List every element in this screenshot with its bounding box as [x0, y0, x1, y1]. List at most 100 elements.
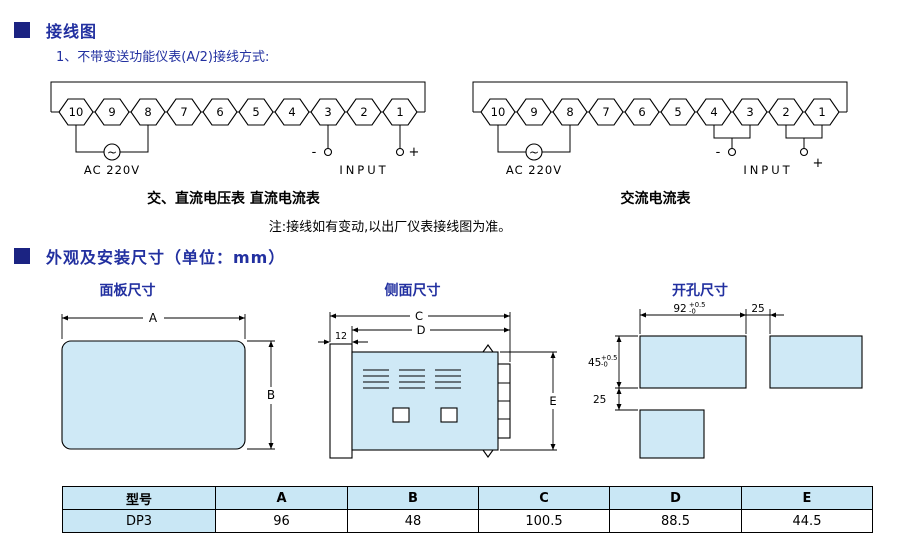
- mounting-clip: [481, 449, 495, 458]
- arrowhead-icon: [616, 336, 622, 342]
- terminal-hexagon: [588, 98, 624, 126]
- terminal-number: 5: [674, 105, 681, 119]
- dimension-d-label: D: [417, 323, 426, 337]
- terminal-hexagon: [346, 98, 382, 126]
- terminal-number: 7: [602, 105, 609, 119]
- dimension-label-bg: [412, 323, 430, 338]
- meter-body: [351, 351, 499, 451]
- terminal-number: 8: [144, 105, 151, 119]
- cell-c: 100.5: [478, 509, 610, 533]
- wiring-diagram-ac-current-meter: 10 9 8 7 6 5 4 3 2 1 ~ AC 220V - + INPUT: [472, 81, 848, 177]
- wiring-section-title: 接线图: [46, 22, 98, 41]
- ac-supply-wires: [497, 125, 571, 153]
- dimension-label-bg: [262, 387, 280, 404]
- terminal-number: 4: [288, 105, 295, 119]
- section-bullet-square-icon: [14, 22, 30, 38]
- dimension-label-bg: [410, 309, 428, 324]
- spec-table-data-row: DP3 96 48 100.5 88.5 44.5: [62, 509, 873, 533]
- dimension-e: E: [500, 351, 562, 451]
- arrowhead-icon: [352, 327, 358, 333]
- ac-supply-circuit: ~ AC 220V: [497, 125, 571, 177]
- dimension-d: D: [351, 323, 510, 350]
- terminal-hexagon: [94, 98, 130, 126]
- arrowhead-icon: [504, 327, 510, 333]
- wiring-subtitle: 1、不带变送功能仪表(A/2)接线方式:: [56, 50, 270, 65]
- terminal-hexagon: [768, 98, 804, 126]
- input-terminal-minus-circle: [727, 147, 737, 157]
- header-c: C: [478, 486, 610, 510]
- terminal-hexagon: [696, 98, 732, 126]
- cell-d: 88.5: [609, 509, 742, 533]
- terminal-hexagon: [660, 98, 696, 126]
- terminal-number: 6: [216, 105, 223, 119]
- terminal-hexagon: [58, 98, 94, 126]
- terminal-hexagon: [202, 98, 238, 126]
- terminal-hexagon: [624, 98, 660, 126]
- terminal-hexagon: [516, 98, 552, 126]
- arrowhead-icon: [740, 312, 746, 318]
- terminal-strip-outline: [50, 81, 426, 112]
- terminal-hexagon: [130, 98, 166, 126]
- input-circuit: - + INPUT: [312, 125, 420, 177]
- terminal-number: 6: [638, 105, 645, 119]
- case-cutout: [392, 407, 410, 423]
- adjacent-cutout-below: [639, 409, 705, 459]
- arrowhead-icon: [324, 339, 330, 345]
- input-circuit: - + INPUT: [713, 125, 823, 177]
- header-d: D: [609, 486, 742, 510]
- terminal-number: 3: [324, 105, 331, 119]
- dimension-d-lines: [351, 326, 510, 350]
- dimension-vertical-gap: 25: [593, 388, 638, 411]
- dimension-b-label: B: [267, 388, 275, 402]
- ac-supply-circuit: ~ AC 220V: [75, 125, 149, 177]
- ac-source-symbol: ~: [107, 146, 117, 160]
- hole-size-drawing: 92 +0.5 -0 25 45 +0.5 -0 25: [588, 301, 863, 459]
- arrowhead-icon: [616, 404, 622, 410]
- ac-source-circle: [525, 143, 543, 161]
- terminal-hexagon: [382, 98, 418, 126]
- front-bezel: [329, 343, 353, 459]
- arrowhead-icon: [330, 313, 336, 319]
- panel-drawing-title: 面板尺寸: [99, 283, 156, 299]
- cell-b: 48: [347, 509, 479, 533]
- section-bullet-square-icon: [14, 248, 30, 264]
- input-terminal-minus-circle: [323, 147, 333, 157]
- dimension-cutout-width: 92 +0.5 -0: [639, 301, 784, 334]
- cutout-height-value: 45: [588, 357, 601, 369]
- arrowhead-icon: [640, 312, 646, 318]
- terminal-hexagon: [732, 98, 768, 126]
- wiring-section-header: 接线图: [14, 18, 97, 42]
- terminal-number: 8: [566, 105, 573, 119]
- header-model: 型号: [62, 486, 216, 510]
- terminal-number: 9: [530, 105, 537, 119]
- terminal-number: 3: [746, 105, 753, 119]
- dimension-bezel-depth: 12: [318, 331, 368, 345]
- polarity-plus-label: +: [409, 145, 420, 160]
- wiring-note: 注:接线如有变动,以出厂仪表接线图为准。: [268, 220, 512, 235]
- terminal-number: 2: [782, 105, 789, 119]
- ac-voltage-label: AC 220V: [506, 163, 562, 177]
- dimensions-section-header: 外观及安装尺寸（单位：mm）: [14, 244, 285, 268]
- input-label: INPUT: [743, 163, 792, 177]
- dimension-horizontal-gap: 25: [740, 303, 776, 334]
- cutout-height-tol-plus: +0.5: [601, 354, 618, 362]
- dimension-label-bg: [143, 310, 164, 326]
- diagram2-caption: 交流电流表: [620, 191, 691, 207]
- dimension-b: B: [247, 340, 280, 450]
- arrowhead-icon: [504, 313, 510, 319]
- arrowhead-icon: [770, 312, 776, 318]
- arrowhead-icon: [550, 444, 556, 450]
- terminal-number: 2: [360, 105, 367, 119]
- arrowhead-icon: [268, 443, 274, 449]
- dimension-a: A: [61, 310, 246, 339]
- terminal-strip-outline: [472, 81, 848, 112]
- arrowhead-icon: [616, 388, 622, 394]
- terminal-block-dividers: [498, 382, 510, 420]
- ac-source-circle: [103, 143, 121, 161]
- diagram1-caption: 交、直流电压表 直流电流表: [147, 191, 320, 207]
- terminal-number: 7: [180, 105, 187, 119]
- polarity-minus-label: -: [312, 145, 317, 160]
- dimension-width-lines: [639, 309, 784, 334]
- terminal-strip: 10 9 8 7 6 5 4 3 2 1: [58, 98, 418, 126]
- terminal-hexagon: [552, 98, 588, 126]
